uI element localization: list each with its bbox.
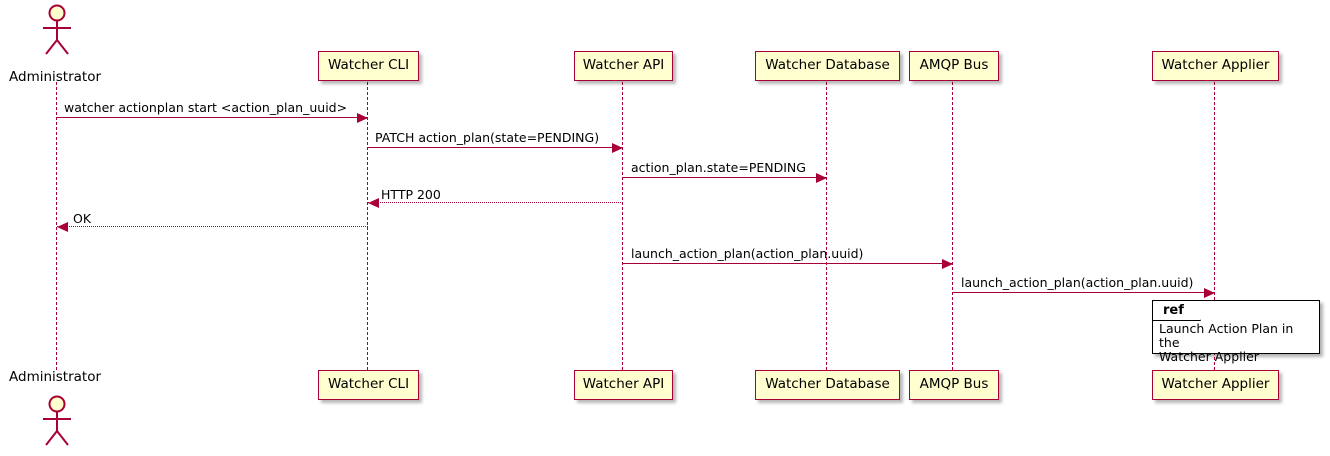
- lifeline-watcher-database: [826, 82, 828, 370]
- message-arrowhead-msg-5: [57, 221, 68, 232]
- participant-label: Watcher Applier: [1161, 376, 1270, 393]
- message-label-msg-3: action_plan.state=PENDING: [631, 160, 806, 175]
- ref-fragment-text: Launch Action Plan in the Watcher Applie…: [1159, 321, 1294, 364]
- message-label-msg-4: HTTP 200: [381, 187, 441, 202]
- message-label-msg-6: launch_action_plan(action_plan.uuid): [631, 246, 864, 261]
- participant-watcher-api-top[interactable]: Watcher API: [574, 51, 673, 81]
- message-line-msg-7: [953, 292, 1215, 293]
- participant-amqp-bus-bottom[interactable]: AMQP Bus: [909, 370, 999, 400]
- message-arrowhead-msg-6: [942, 258, 953, 269]
- message-arrowhead-msg-1: [357, 112, 368, 123]
- participant-label: Watcher API: [582, 57, 665, 74]
- participant-watcher-api-bottom[interactable]: Watcher API: [574, 370, 673, 400]
- message-line-msg-1: [57, 117, 368, 118]
- message-arrowhead-msg-4: [368, 197, 379, 208]
- message-label-msg-1: watcher actionplan start <action_plan_uu…: [64, 100, 348, 115]
- participant-amqp-bus-top[interactable]: AMQP Bus: [909, 51, 999, 81]
- ref-fragment-tag: ref: [1153, 301, 1201, 321]
- message-label-msg-7: launch_action_plan(action_plan.uuid): [961, 275, 1194, 290]
- message-line-msg-3: [623, 177, 827, 178]
- message-line-msg-2: [368, 147, 623, 148]
- participant-label: Watcher Applier: [1161, 57, 1270, 74]
- participant-label: Watcher API: [582, 376, 665, 393]
- participant-administrator-top[interactable]: Administrator: [9, 69, 102, 85]
- participant-watcher-database-top[interactable]: Watcher Database: [755, 51, 900, 81]
- message-arrowhead-msg-7: [1204, 287, 1215, 298]
- participant-watcher-applier-top[interactable]: Watcher Applier: [1152, 51, 1279, 81]
- participant-watcher-database-bottom[interactable]: Watcher Database: [755, 370, 900, 400]
- lifeline-amqp-bus: [952, 82, 954, 370]
- participant-label: Watcher CLI: [327, 57, 410, 74]
- message-label-msg-5: OK: [73, 211, 92, 226]
- participant-label: AMQP Bus: [919, 57, 989, 74]
- ref-fragment: ref: [1152, 300, 1320, 354]
- lifeline-watcher-applier: [1214, 82, 1216, 370]
- message-arrowhead-msg-3: [816, 172, 827, 183]
- participant-label: AMQP Bus: [919, 376, 989, 393]
- message-line-msg-4: [368, 202, 623, 203]
- message-arrowhead-msg-2: [612, 142, 623, 153]
- participant-watcher-cli-top[interactable]: Watcher CLI: [318, 51, 419, 81]
- message-label-msg-2: PATCH action_plan(state=PENDING): [375, 130, 600, 145]
- participant-label: Watcher CLI: [327, 376, 410, 393]
- message-line-msg-5: [57, 226, 368, 227]
- message-line-msg-6: [623, 263, 953, 264]
- participant-label: Watcher Database: [765, 57, 890, 74]
- participant-watcher-cli-bottom[interactable]: Watcher CLI: [318, 370, 419, 400]
- actor-figure-bottom: [43, 395, 71, 446]
- participant-administrator-bottom[interactable]: Administrator: [9, 369, 102, 385]
- lifeline-administrator: [56, 82, 58, 370]
- participant-label: Watcher Database: [765, 376, 890, 393]
- lifeline-watcher-api: [622, 82, 624, 370]
- actor-figure-top: [43, 4, 71, 55]
- participant-watcher-applier-bottom[interactable]: Watcher Applier: [1152, 370, 1279, 400]
